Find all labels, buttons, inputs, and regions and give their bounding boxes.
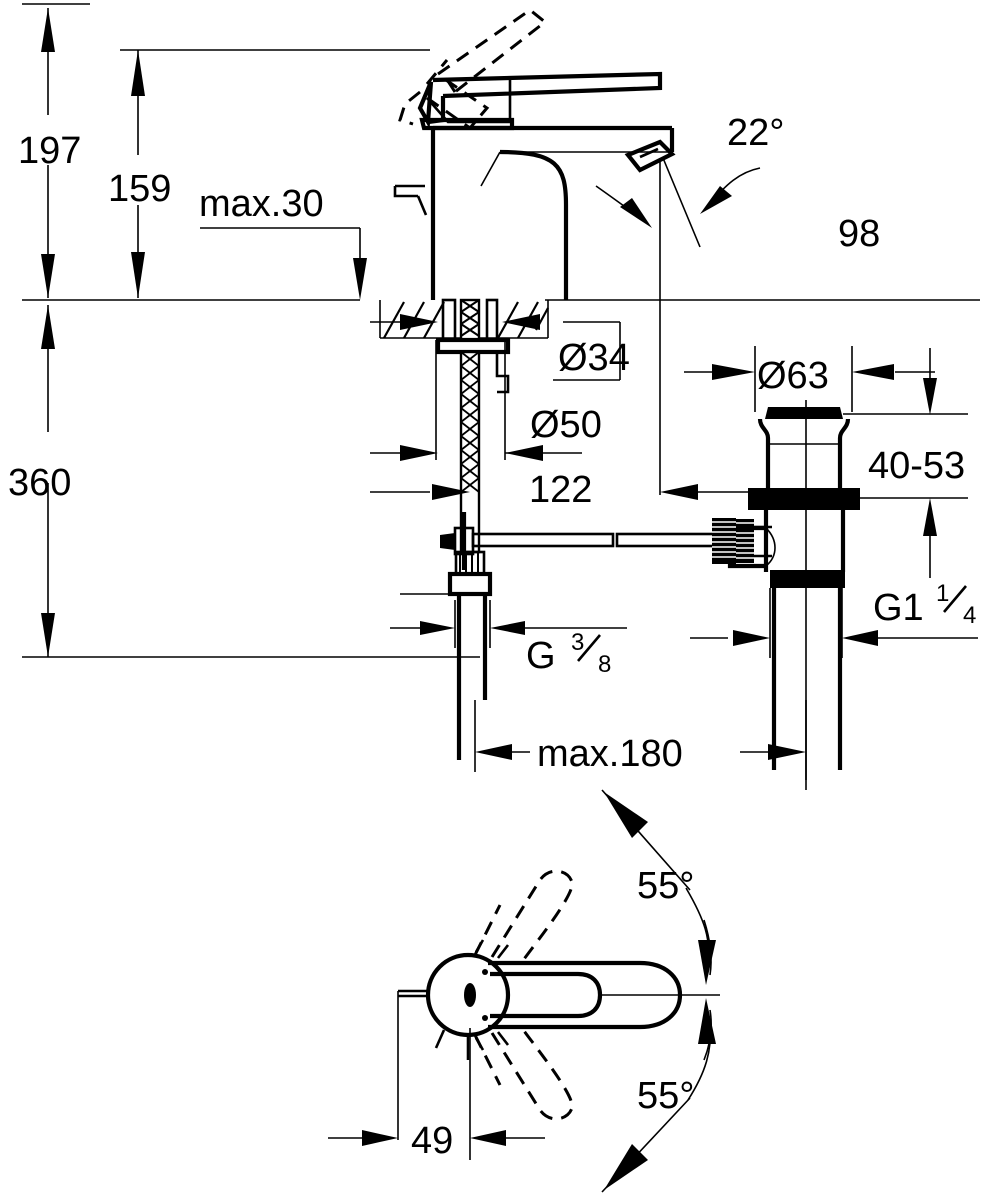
dim-197-group [22, 3, 90, 298]
dim-label-40-53: 40-53 [868, 445, 965, 487]
dim-label-122: 122 [529, 469, 592, 511]
dim-159-group [120, 49, 430, 298]
dim-max180-group [474, 700, 807, 790]
angle-55-lower [601, 998, 716, 1193]
faucet-body [393, 8, 676, 300]
dim-label-g114-denominator: 4 [963, 602, 976, 629]
dim-d34-group [370, 314, 621, 381]
dim-label-max180: max.180 [537, 733, 683, 775]
dim-label-55deg-upper: 55° [637, 865, 694, 907]
dim-label-g38-denominator: 8 [598, 651, 611, 678]
dim-d50-group [370, 340, 582, 461]
dim-label-d63: Ø63 [757, 355, 829, 397]
handle-top-view [397, 869, 720, 1140]
dim-label-22deg: 22° [727, 112, 784, 154]
dim-label-g114: G1 1 4 [873, 580, 976, 629]
dim-label-49: 49 [411, 1120, 453, 1162]
dim-label-98: 98 [838, 213, 880, 255]
dim-label-g38-numerator: 3 [571, 629, 584, 656]
dim-360-group [22, 305, 480, 658]
dim-40-53-group [843, 348, 968, 578]
dim-label-d34: Ø34 [558, 337, 630, 379]
pop-up-waste [712, 400, 860, 780]
dim-label-g114-numerator: 1 [936, 580, 949, 607]
dim-label-197: 197 [18, 130, 81, 172]
dim-49-group [328, 1028, 545, 1160]
dim-122-group [370, 484, 760, 500]
dim-label-360: 360 [8, 462, 71, 504]
dim-label-55deg-lower: 55° [637, 1075, 694, 1117]
shank-assembly [435, 298, 511, 554]
dim-label-159: 159 [108, 168, 171, 210]
angle-55-upper [601, 789, 716, 985]
dim-g38-group [390, 600, 627, 648]
dim-label-g114-prefix: G1 [873, 587, 924, 629]
dim-label-max30: max.30 [199, 183, 324, 225]
dim-max30-group [200, 227, 367, 300]
supply-connection [400, 550, 493, 760]
dim-label-g38: G 3 8 [526, 629, 611, 678]
dim-label-g38-prefix: G [526, 635, 556, 677]
angle-22-leaders [595, 157, 761, 248]
dim-d63-group [684, 346, 935, 412]
dim-label-d50: Ø50 [530, 404, 602, 446]
dim-g114-group [690, 588, 978, 658]
